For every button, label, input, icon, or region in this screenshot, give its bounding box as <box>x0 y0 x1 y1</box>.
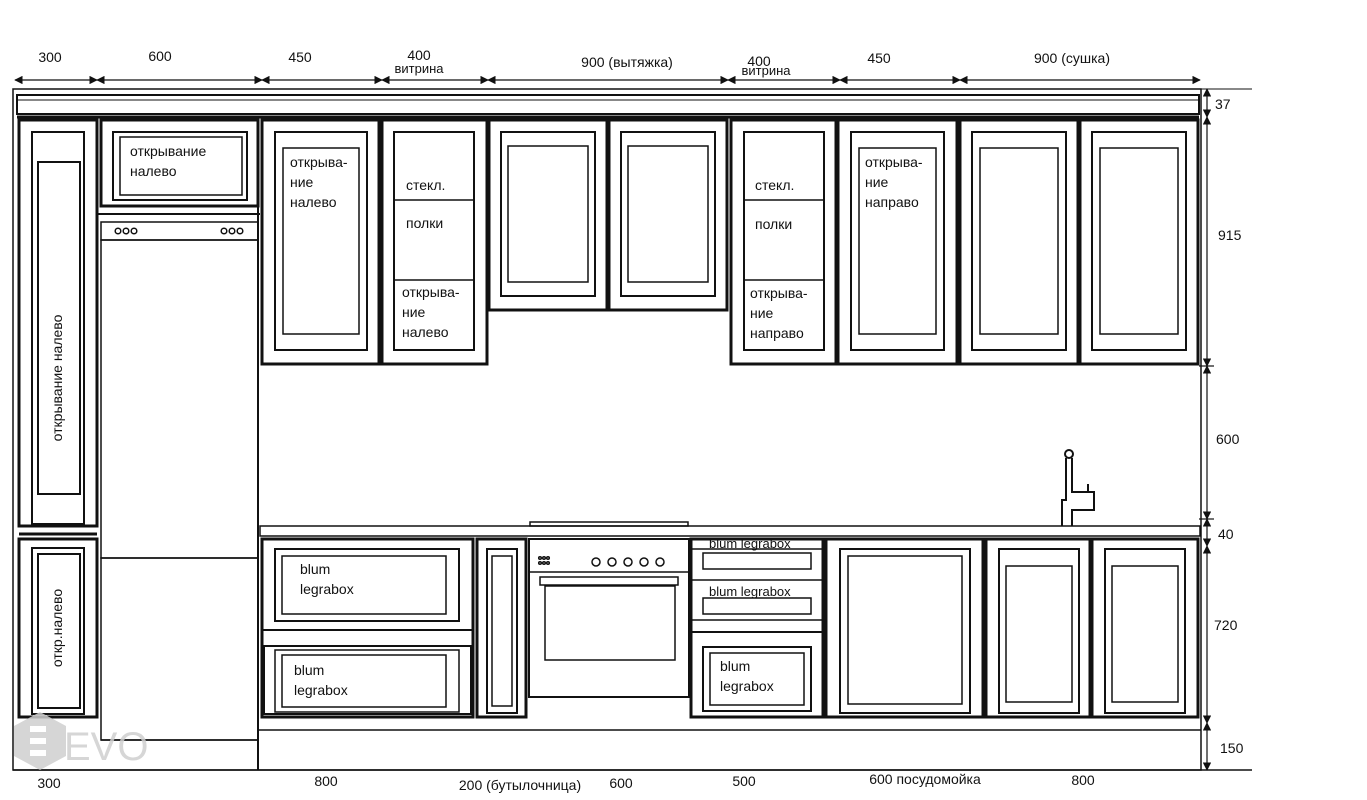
upper-450-right-label-2: ние <box>865 174 889 190</box>
upper-450-left-label-2: ние <box>290 174 314 190</box>
vitrina-right-label-2: полки <box>755 216 792 232</box>
evo-logo-watermark: EVO <box>14 712 148 770</box>
bottom-dim-1: 300 <box>37 775 61 791</box>
vitrina-right-label-5: направо <box>750 325 804 341</box>
drawer-800-top-label-1: blum <box>300 561 330 577</box>
top-dim-8: 900 (сушка) <box>1034 50 1110 66</box>
bottom-dim-7: 800 <box>1071 772 1095 788</box>
fridge-top-label-1: открывание <box>130 143 206 159</box>
bottom-dim-6: 600 посудомойка <box>869 771 981 787</box>
upper-450-right-label-3: направо <box>865 194 919 210</box>
fridge-column <box>97 118 260 770</box>
top-dim-7: 450 <box>867 50 891 66</box>
vitrina-right-label-3: открыва- <box>750 285 808 301</box>
countertop <box>259 521 1201 537</box>
right-dim-1: 37 <box>1215 96 1231 112</box>
upper-450-left-label-1: открыва- <box>290 154 348 170</box>
vitrina-left-label-1: стекл. <box>406 177 445 193</box>
right-dim-2: 915 <box>1218 227 1242 243</box>
vitrina-left-label-4: ние <box>402 304 426 320</box>
vitrina-left-label-2: полки <box>406 215 443 231</box>
drawer-500-3-label-1: blum <box>720 658 750 674</box>
top-dim-1: 300 <box>38 49 62 65</box>
upper-450-left-label-3: налево <box>290 194 337 210</box>
oven-controls-icon <box>537 555 665 567</box>
drawer-800-bottom-label-1: blum <box>294 662 324 678</box>
drawer-500-3-label-2: legrabox <box>720 678 774 694</box>
fridge-handles <box>114 227 244 235</box>
top-dim-4: 400 <box>407 47 431 63</box>
watermark-text: EVO <box>64 725 148 769</box>
tall-cabinet <box>17 118 99 719</box>
bottom-dim-2: 800 <box>314 773 338 789</box>
upper-450-right-label-1: открыва- <box>865 154 923 170</box>
right-dim-3: 600 <box>1216 431 1240 447</box>
top-dim-3: 450 <box>288 49 312 65</box>
right-dim-6: 150 <box>1220 740 1244 756</box>
drawer-800-bottom-label-2: legrabox <box>294 682 348 698</box>
vitrina-left-label-3: открыва- <box>402 284 460 300</box>
top-dim-6-sub: витрина <box>741 63 791 78</box>
vitrina-left-label-5: налево <box>402 324 449 340</box>
lower-cabinets <box>260 537 1200 719</box>
bottom-dim-5: 500 <box>732 773 756 789</box>
right-dim-4: 40 <box>1218 526 1234 542</box>
top-dim-5: 900 (вытяжка) <box>581 54 673 70</box>
drawer-500-2-label: blum legrabox <box>709 584 791 599</box>
top-dim-2: 600 <box>148 48 172 64</box>
tall-lower-label: откр.налево <box>49 589 65 667</box>
top-dim-6: 400 <box>747 53 771 69</box>
top-dim-4-sub: витрина <box>394 61 444 76</box>
bottom-dim-4: 600 <box>609 775 633 791</box>
fridge-top-label-2: налево <box>130 163 177 179</box>
plinth <box>13 729 1252 771</box>
drawer-800-top-label-2: legrabox <box>300 581 354 597</box>
drawer-500-1-label: blum legrabox <box>709 536 791 551</box>
right-dimensions <box>1199 88 1214 771</box>
tall-upper-label: открывание налево <box>49 314 65 441</box>
faucet-icon <box>1061 449 1095 526</box>
bottom-dim-3: 200 (бутылочница) <box>459 777 581 793</box>
upper-cabinets <box>260 118 1200 366</box>
vitrina-right-label-1: стекл. <box>755 177 794 193</box>
vitrina-right-label-4: ние <box>750 305 774 321</box>
right-dim-5: 720 <box>1214 617 1238 633</box>
